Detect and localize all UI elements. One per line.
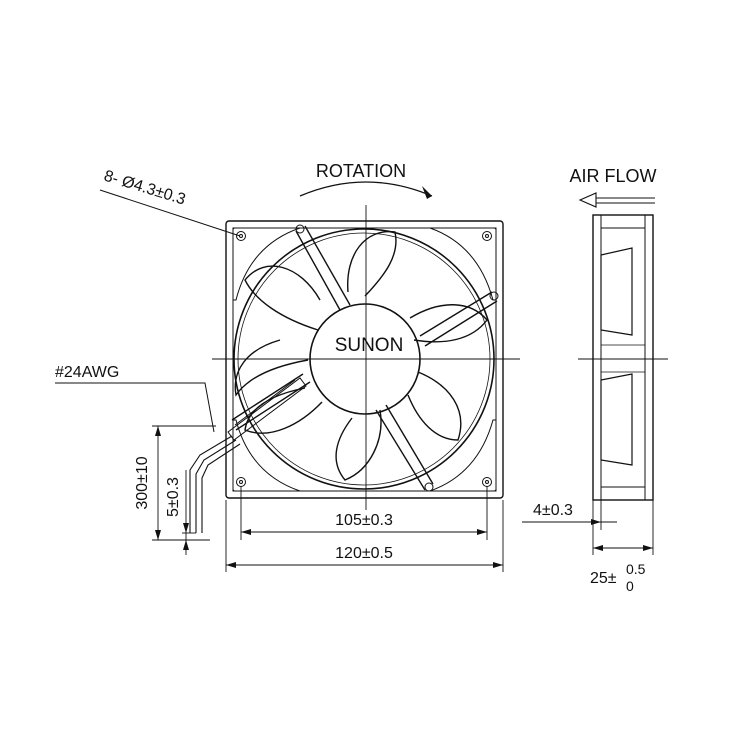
depth-dimension-base: 25± (590, 570, 617, 587)
corner-flange-br (429, 419, 497, 492)
corner-flange-tl (232, 227, 301, 301)
wire-channel (227, 377, 307, 441)
depth-dimension-lower: 0 (626, 578, 634, 594)
spokes (231, 224, 499, 492)
awg-leader (55, 382, 215, 433)
fan-blades (234, 230, 488, 481)
rotation-label: ROTATION (316, 161, 406, 181)
side-dimensions (522, 500, 654, 555)
side-view (578, 214, 668, 501)
air-flow-label: AIR FLOW (569, 166, 656, 186)
depth-dimension-upper: 0.5 (626, 561, 646, 577)
wire-leads (189, 435, 241, 533)
rotation-arrow (299, 181, 433, 197)
side-blade-upper (600, 247, 633, 336)
strip-length-dimension: 5±0.3 (165, 477, 182, 517)
corner-flange-bl (232, 419, 301, 492)
lead-length-dimension: 300±10 (134, 456, 151, 509)
rotation-arrowhead (422, 186, 432, 199)
frame-inner-outline (232, 227, 497, 492)
air-flow-arrow (578, 192, 655, 208)
brand-label: SUNON (335, 335, 404, 356)
bottom-dimensions (225, 486, 504, 572)
front-view (212, 205, 520, 510)
flange-dimension: 4±0.3 (533, 502, 573, 519)
hole-spec-label: 8- Ø4.3±0.3 (102, 168, 188, 209)
mounting-holes (236, 231, 492, 487)
frame-width-dimension: 120±0.5 (335, 545, 393, 562)
side-blade-lower (600, 373, 633, 466)
depth-dimension: 25± 0.5 0 (590, 561, 646, 594)
corner-flange-tr (429, 227, 497, 301)
wire-gauge-label: #24AWG (55, 364, 119, 381)
frame-outline (225, 220, 504, 499)
hole-callout-leader (99, 189, 241, 237)
lead-dimensions (152, 425, 216, 555)
hole-spacing-dimension: 105±0.3 (335, 512, 393, 529)
side-frame-outline (592, 214, 654, 501)
